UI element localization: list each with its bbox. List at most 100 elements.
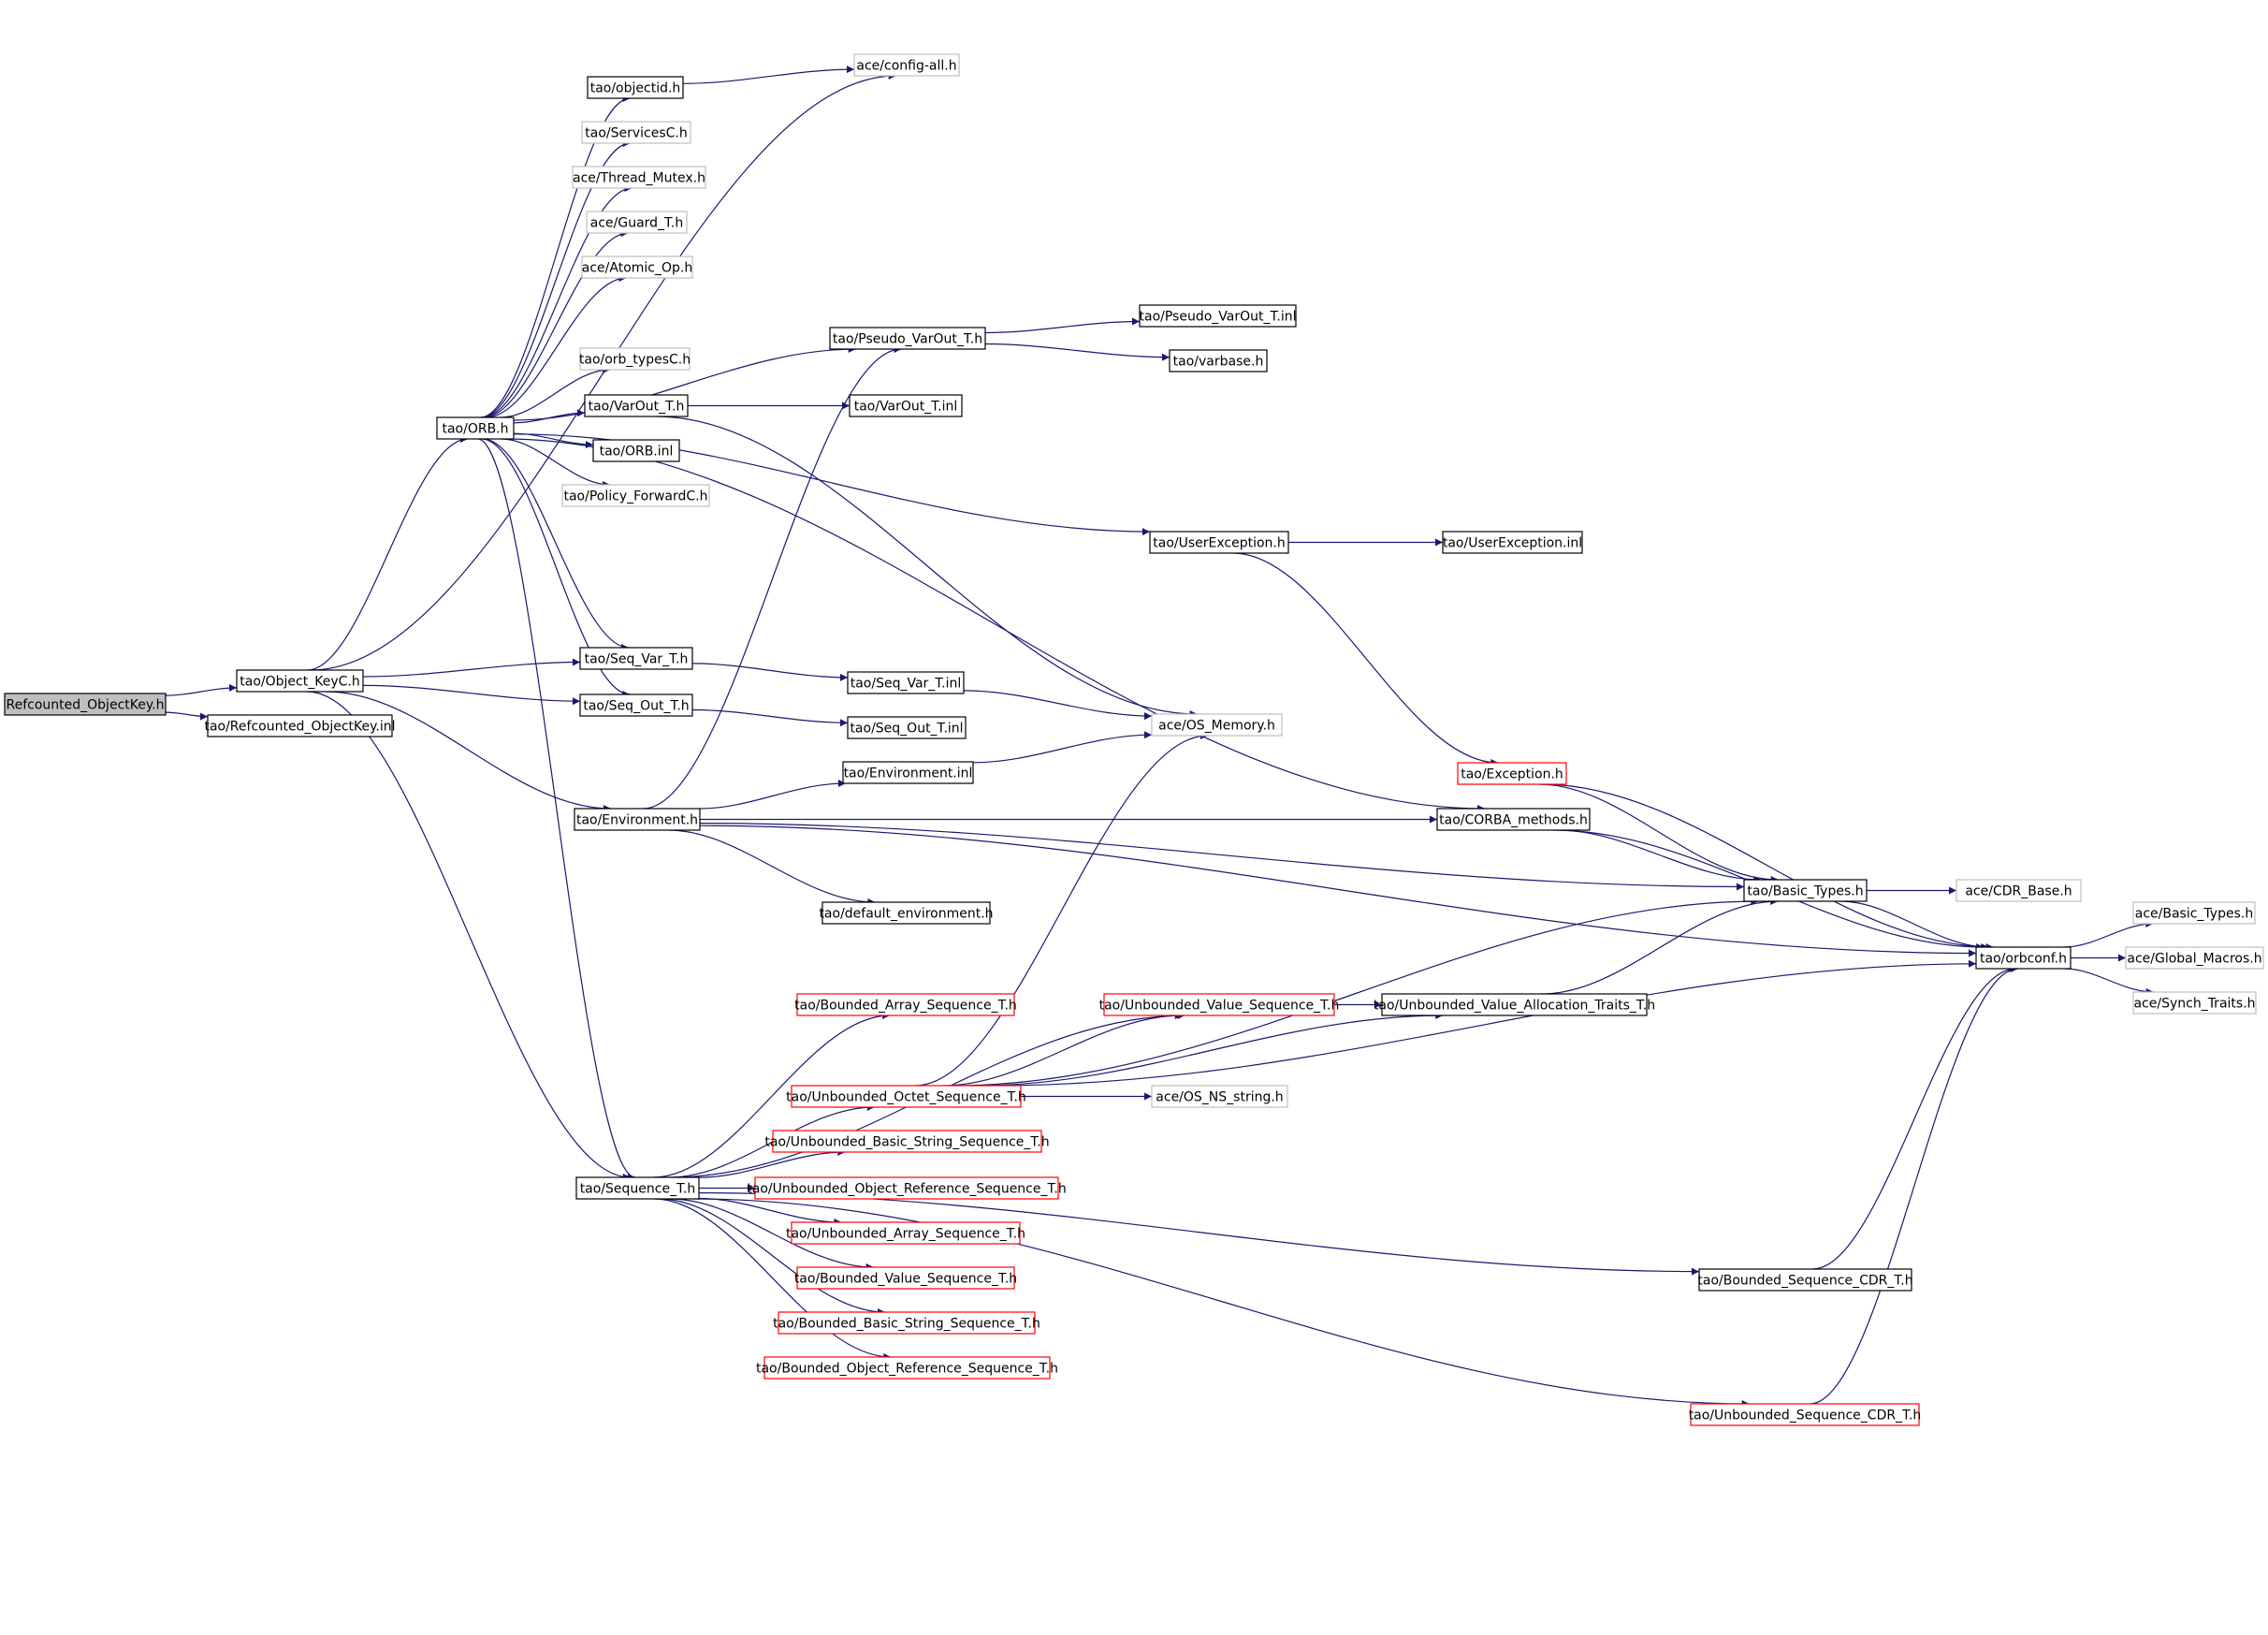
node-tao-unbounded-basic-string-sequence-t-h[interactable]: tao/Unbounded_Basic_String_Sequence_T.h [764, 1130, 1050, 1153]
node-tao-seq-out-t-h[interactable]: tao/Seq_Out_T.h [579, 693, 693, 717]
edge-tao-objectid-h-to-ace-config-all-h [682, 66, 855, 84]
node-tao-corba-methods-h[interactable]: tao/CORBA_methods.h [1436, 808, 1591, 831]
node-ace-config-all-h: ace/config-all.h [853, 53, 960, 77]
node-tao-unbounded-array-sequence-t-h[interactable]: tao/Unbounded_Array_Sequence_T.h [786, 1221, 1025, 1245]
node-tao-seq-var-t-inl[interactable]: tao/Seq_Var_T.inl [847, 671, 965, 694]
node-tao-bounded-sequence-cdr-t-h[interactable]: tao/Bounded_Sequence_CDR_T.h [1697, 1268, 1913, 1292]
node-box [829, 327, 986, 350]
node-tao-unbounded-value-sequence-t-h[interactable]: tao/Unbounded_Value_Sequence_T.h [1099, 993, 1340, 1016]
node-box [2132, 901, 2256, 925]
node-ace-synch-traits-h: ace/Synch_Traits.h [2132, 991, 2257, 1015]
node-tao-bounded-object-reference-sequence-t-h[interactable]: tao/Bounded_Object_Reference_Sequence_T.… [756, 1356, 1058, 1380]
node-tao-unbounded-object-reference-sequence-t-h[interactable]: tao/Unbounded_Object_Reference_Sequence_… [747, 1176, 1067, 1200]
node-box [791, 1085, 1022, 1108]
node-box [1169, 349, 1268, 372]
node-label: tao/UserException.h [1153, 536, 1285, 551]
node-label: ace/Global_Macros.h [2127, 952, 2261, 967]
node-box [4, 693, 167, 716]
node-box [1690, 1403, 1920, 1426]
node-label: tao/Bounded_Array_Sequence_T.h [794, 999, 1017, 1014]
edge-tao-orb-h-to-tao-seq-out-t-h [481, 438, 631, 698]
node-label: tao/ORB.inl [600, 445, 674, 460]
edge-tao-orb-h-to-ace-thread-mutex-h [482, 184, 632, 418]
edge-tao-environment-inl-to-ace-os-memory-h [972, 731, 1153, 764]
node-tao-orb-typesc-h: tao/orb_typesC.h [579, 347, 691, 371]
node-box [579, 647, 693, 670]
edge-tao-sequence-t-h-to-tao-bounded-basic-string-sequence-t-h [659, 1198, 886, 1316]
node-box [763, 1356, 1051, 1380]
node-ace-guard-t-h: ace/Guard_T.h [586, 211, 688, 234]
edge-tao-environment-h-to-tao-default-environment-h [668, 829, 876, 906]
edge-tao-orb-h-to-ace-guard-t-h [483, 229, 629, 418]
node-label: tao/Object_KeyC.h [240, 675, 359, 690]
edge-tao-pseudo-varout-t-h-to-tao-varbase-h [984, 343, 1170, 361]
edge-tao-unbounded-octet-sequence-t-h-to-ace-os-memory-h [915, 732, 1208, 1087]
node-tao-default-environment-h[interactable]: tao/default_environment.h [819, 901, 994, 925]
edge-tao-unbounded-octet-sequence-t-h-to-tao-basic-types-h [952, 898, 1759, 1087]
edge-tao-object-keyc-h-to-tao-orb-h [307, 435, 469, 671]
node-box [579, 693, 693, 717]
node-box [1955, 879, 2082, 902]
node-tao-varout-t-h[interactable]: tao/VarOut_T.h [584, 394, 689, 417]
node-box [847, 671, 965, 694]
node-tao-orbconf-h[interactable]: tao/orbconf.h [1975, 946, 2072, 970]
node-ace-global-macros-h: ace/Global_Macros.h [2125, 946, 2264, 970]
node-tao-unbounded-octet-sequence-t-h[interactable]: tao/Unbounded_Octet_Sequence_T.h [786, 1085, 1026, 1108]
node-label: tao/Unbounded_Octet_Sequence_T.h [786, 1090, 1026, 1105]
edge-tao-seq-out-t-h-to-tao-seq-out-t-inl [691, 708, 849, 727]
node-label: tao/Sequence_T.h [580, 1182, 696, 1197]
node-box [1151, 713, 1283, 737]
node-box [778, 1311, 1036, 1335]
node-box [1975, 946, 2072, 970]
edge-tao-environment-h-to-tao-pseudo-varout-t-h [643, 345, 902, 810]
node-tao-pseudo-varout-t-h[interactable]: tao/Pseudo_VarOut_T.h [829, 327, 986, 350]
edge-refcounted-objectkey-h-to-tao-refcounted-objectkey-inl [165, 711, 209, 721]
node-tao-object-keyc-h[interactable]: tao/Object_KeyC.h [236, 669, 364, 693]
node-label: tao/Seq_Out_T.h [583, 699, 689, 714]
node-refcounted-objectkey-h[interactable]: Refcounted_ObjectKey.h [4, 693, 167, 716]
edge-tao-orb-h-to-tao-servicesc-h [481, 139, 631, 418]
node-label: tao/Basic_Types.h [1747, 884, 1863, 899]
node-label: ace/Atomic_Op.h [582, 261, 692, 276]
node-tao-userexception-inl[interactable]: tao/UserException.inl [1442, 531, 1583, 554]
edge-tao-environment-h-to-tao-orbconf-h [699, 825, 1977, 957]
node-tao-orb-inl[interactable]: tao/ORB.inl [592, 439, 680, 462]
edge-tao-unbounded-octet-sequence-t-h-to-tao-orbconf-h [993, 959, 1977, 1087]
node-box [581, 121, 691, 144]
edge-tao-object-keyc-h-to-ace-config-all-h [310, 72, 896, 671]
node-tao-unbounded-value-allocation-traits-t-h[interactable]: tao/Unbounded_Value_Allocation_Traits_T.… [1374, 993, 1655, 1016]
node-box [849, 394, 963, 417]
node-tao-sequence-t-h[interactable]: tao/Sequence_T.h [575, 1176, 700, 1200]
node-label: tao/Environment.h [576, 813, 698, 828]
node-label: tao/Environment.inl [844, 766, 973, 781]
node-tao-seq-out-t-inl[interactable]: tao/Seq_Out_T.inl [847, 716, 967, 739]
node-tao-userexception-h[interactable]: tao/UserException.h [1149, 531, 1289, 554]
node-ace-cdr-base-h: ace/CDR_Base.h [1955, 879, 2082, 902]
node-tao-orb-h[interactable]: tao/ORB.h [436, 416, 515, 440]
edge-tao-orb-h-to-tao-seq-var-t-h [482, 438, 630, 651]
node-tao-bounded-basic-string-sequence-t-h[interactable]: tao/Bounded_Basic_String_Sequence_T.h [773, 1311, 1040, 1335]
node-tao-basic-types-h[interactable]: tao/Basic_Types.h [1743, 879, 1868, 902]
node-box [853, 53, 960, 77]
node-box [821, 901, 991, 925]
node-tao-varout-t-inl[interactable]: tao/VarOut_T.inl [849, 394, 963, 417]
node-tao-pseudo-varout-t-inl[interactable]: tao/Pseudo_VarOut_T.inl [1139, 304, 1297, 328]
edge-tao-sequence-t-h-to-tao-bounded-value-sequence-t-h [669, 1198, 874, 1271]
node-tao-unbounded-sequence-cdr-t-h[interactable]: tao/Unbounded_Sequence_CDR_T.h [1689, 1403, 1922, 1426]
node-label: tao/Seq_Out_T.inl [850, 722, 963, 737]
edge-tao-sequence-t-h-to-tao-unbounded-basic-string-sequence-t-h [698, 1148, 846, 1178]
node-tao-varbase-h[interactable]: tao/varbase.h [1169, 349, 1268, 372]
edge-tao-exception-h-to-tao-orbconf-h [1541, 783, 1994, 951]
node-tao-exception-h[interactable]: tao/Exception.h [1457, 762, 1567, 785]
node-tao-objectid-h[interactable]: tao/objectid.h [587, 76, 684, 99]
node-tao-environment-inl[interactable]: tao/Environment.inl [842, 761, 974, 784]
node-tao-refcounted-objectkey-inl[interactable]: tao/Refcounted_ObjectKey.inl [204, 714, 396, 737]
node-tao-seq-var-t-h[interactable]: tao/Seq_Var_T.h [579, 647, 693, 670]
node-label: tao/Policy_ForwardC.h [563, 489, 707, 504]
node-tao-bounded-value-sequence-t-h[interactable]: tao/Bounded_Value_Sequence_T.h [794, 1266, 1017, 1290]
node-label: tao/Unbounded_Object_Reference_Sequence_… [747, 1182, 1066, 1197]
edge-tao-varout-t-h-to-ace-os-memory-h [655, 416, 1198, 718]
edge-tao-unbounded-octet-sequence-t-h-to-tao-unbounded-value-sequence-t-h [942, 1012, 1183, 1087]
node-tao-environment-h[interactable]: tao/Environment.h [574, 808, 701, 831]
node-tao-bounded-array-sequence-t-h[interactable]: tao/Bounded_Array_Sequence_T.h [794, 993, 1017, 1016]
